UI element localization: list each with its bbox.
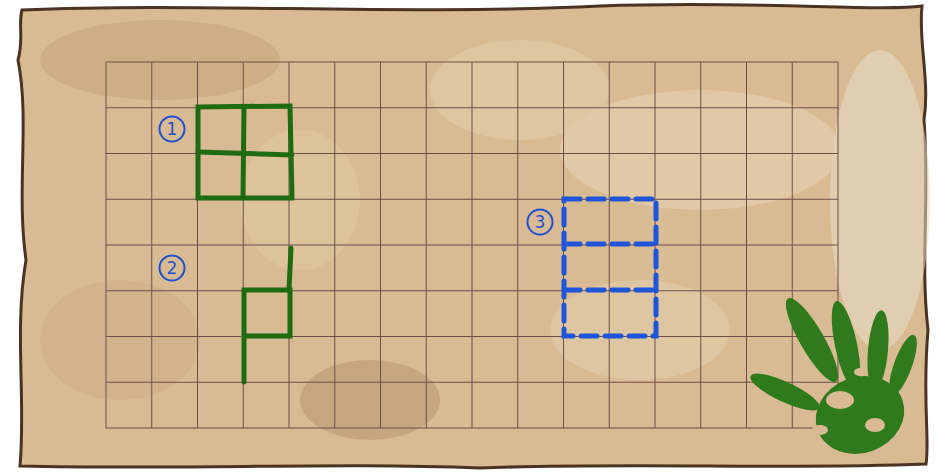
grid-line <box>106 428 838 429</box>
callout-rings <box>160 117 553 281</box>
grid-line <box>106 245 838 246</box>
callout-ring <box>160 117 185 142</box>
callout-number: 3 <box>535 214 546 231</box>
stick-figure-1 <box>198 106 292 198</box>
grid-line <box>106 62 838 63</box>
parchment <box>18 4 928 468</box>
parchment-stains <box>40 20 930 440</box>
grid <box>106 62 838 428</box>
stick-figure-2 <box>244 248 291 382</box>
grid-line <box>106 382 838 383</box>
callout-number: 1 <box>167 121 178 138</box>
grid-line <box>106 336 838 337</box>
grid-line <box>106 290 838 291</box>
handprint <box>746 292 922 466</box>
callout-ring <box>528 210 553 235</box>
callout-number: 2 <box>167 260 178 277</box>
callout-ring <box>160 256 185 281</box>
grid-line <box>106 153 838 154</box>
stick-figure-3 <box>564 199 656 336</box>
